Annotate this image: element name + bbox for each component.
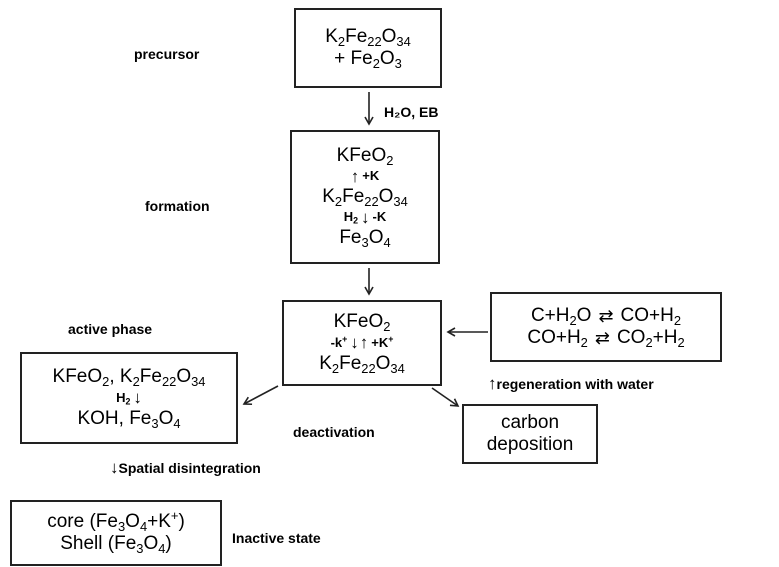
decomposition-box: KFeO2, K2Fe22O34 H2↓ KOH, Fe3O4 xyxy=(20,352,238,444)
decomposition-products: KOH, Fe3O4 xyxy=(77,407,181,431)
inactive-shell: Shell (Fe3O4) xyxy=(60,533,172,556)
carbon-line-1: carbon xyxy=(500,412,560,434)
label-h2o-eb: H₂O, EB xyxy=(384,104,439,120)
carbon-line-2: deposition xyxy=(486,434,574,455)
label-deactivation: deactivation xyxy=(293,424,375,440)
label-active-phase: active phase xyxy=(68,321,153,337)
arrow-down-icon: ↓ xyxy=(133,388,142,408)
formation-kfeo2: KFeO2 xyxy=(336,144,394,168)
arrow-up-icon: ↑ xyxy=(359,333,369,353)
arrow-down-icon: ↓ xyxy=(350,333,359,353)
arrow-up-icon: ↑ xyxy=(488,374,497,393)
carbon-deposition-box: carbon deposition xyxy=(462,404,598,464)
label-inactive-state: Inactive state xyxy=(232,530,321,546)
active-kfeo2: KFeO2 xyxy=(333,311,391,335)
label-precursor: precursor xyxy=(134,46,200,62)
decomposition-h2: H2↓ xyxy=(116,388,142,408)
arrow-active-to-carbon xyxy=(431,387,460,407)
active-k-exchange: -k+ ↓↑ +K+ xyxy=(330,333,394,353)
inactive-core: core (Fe3O4+K+) xyxy=(47,508,185,535)
formation-fe3o4: Fe3O4 xyxy=(339,227,391,251)
equilibrium-2: CO+H2 ⇄ CO2+H2 xyxy=(527,327,685,350)
precursor-line-1: K2Fe22O34 xyxy=(325,26,411,50)
formation-box: KFeO2 ↑+K K2Fe22O34 H2↓-K Fe3O4 xyxy=(290,130,440,264)
active-k2fe22o34: K2Fe22O34 xyxy=(319,352,405,376)
active-phase-box: KFeO2 -k+ ↓↑ +K+ K2Fe22O34 xyxy=(282,300,442,386)
label-spatial-disintegration: ↓Spatial disintegration xyxy=(110,458,261,477)
precursor-line-2: + Fe2O3 xyxy=(334,48,402,71)
arrow-down-icon: ↓ xyxy=(110,458,119,477)
decomposition-reactants: KFeO2, K2Fe22O34 xyxy=(52,366,206,390)
label-regeneration: ↑regeneration with water xyxy=(488,374,654,393)
inactive-box: core (Fe3O4+K+) Shell (Fe3O4) xyxy=(10,500,222,566)
precursor-box: K2Fe22O34 + Fe2O3 xyxy=(294,8,442,88)
arrow-down-icon: ↓ xyxy=(361,207,370,227)
arrow-active-to-left xyxy=(242,385,279,406)
formation-k2fe22o34: K2Fe22O34 xyxy=(322,186,408,209)
equilibrium-arrows-icon: ⇄ xyxy=(594,327,610,348)
equilibria-box: C+H2O ⇄ CO+H2 CO+H2 ⇄ CO2+H2 xyxy=(490,292,722,362)
formation-minus-k: H2↓-K xyxy=(343,207,387,227)
formation-plus-k: ↑+K xyxy=(350,166,380,186)
arrow-up-icon: ↑ xyxy=(350,166,360,186)
equilibrium-arrows-icon: ⇄ xyxy=(598,305,614,326)
equilibrium-1: C+H2O ⇄ CO+H2 xyxy=(530,305,682,329)
label-formation: formation xyxy=(145,198,210,214)
